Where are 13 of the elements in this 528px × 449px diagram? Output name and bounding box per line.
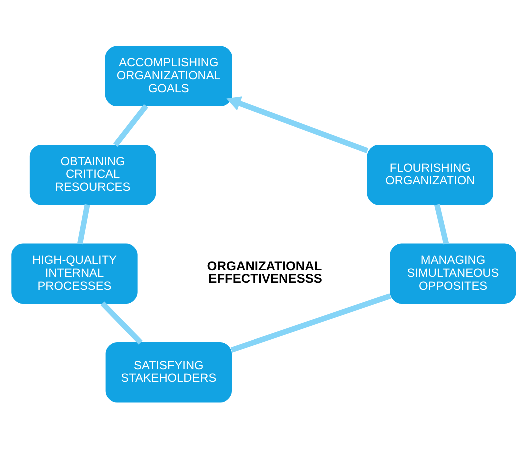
node-box: FLOURISHING ORGANIZATION bbox=[367, 144, 494, 206]
arrow bbox=[226, 96, 369, 154]
connector bbox=[230, 294, 392, 353]
label: ORGANIZATIONAL EFFECTIVENESSS bbox=[207, 258, 322, 286]
node-box: MANAGING SIMULTANEOUS OPPOSITES bbox=[390, 244, 516, 304]
node-box: HIGH-QUALITY INTERNAL PROCESSES bbox=[12, 244, 138, 304]
connector bbox=[113, 104, 148, 148]
connector bbox=[100, 302, 143, 345]
connector bbox=[77, 204, 90, 245]
node-box: SATISFYING STAKEHOLDERS bbox=[106, 342, 232, 403]
connector bbox=[434, 204, 450, 245]
node-box: OBTAINING CRITICAL RESOURCES bbox=[30, 144, 156, 206]
node-box: ACCOMPLISHING ORGANIZATIONAL GOALS bbox=[105, 46, 232, 107]
